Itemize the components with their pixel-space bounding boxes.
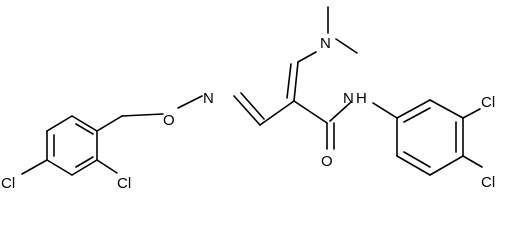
atom-label-chlorine-meta: Cl: [481, 94, 495, 111]
bond: [71, 115, 98, 132]
atom-label-chlorine-ortho: Cl: [117, 175, 131, 192]
chemical-structure-diagram: Cl Cl O N N N H O Cl Cl: [1, 6, 495, 192]
bond: [233, 95, 261, 126]
bond: [297, 51, 317, 63]
bond: [96, 159, 118, 174]
bond: [429, 99, 464, 119]
atom-labels: Cl Cl O N N N H O Cl Cl: [1, 35, 495, 192]
bond: [462, 108, 481, 119]
bond: [46, 159, 73, 176]
bond: [396, 155, 431, 176]
atom-label-oxygen-ether: O: [163, 112, 175, 129]
bond: [75, 123, 94, 135]
bond: [46, 115, 73, 132]
bond: [71, 159, 98, 176]
bond: [259, 100, 295, 126]
bond: [21, 159, 48, 175]
bond: [335, 38, 358, 54]
atom-label-nitrogen-dimethyl: N: [320, 35, 331, 52]
atom-label-nitrogen-oxime: N: [203, 90, 214, 107]
bond: [429, 155, 464, 176]
atom-label-hydrogen-amide: H: [356, 90, 367, 107]
bond: [177, 95, 203, 109]
bond: [240, 92, 265, 120]
bond: [403, 151, 431, 168]
bond: [96, 115, 123, 132]
bond: [75, 156, 94, 168]
bond: [293, 100, 328, 124]
bond: [286, 63, 292, 99]
bond-lines: [21, 6, 483, 176]
bond: [396, 99, 431, 119]
atom-label-oxygen-carbonyl: O: [321, 153, 333, 170]
bond: [403, 107, 431, 123]
atom-label-chlorine-para: Cl: [481, 174, 495, 191]
bond: [372, 102, 398, 119]
bond: [293, 61, 299, 102]
bond: [462, 155, 483, 168]
atom-label-nitrogen-amide: N: [343, 90, 354, 107]
bond: [121, 113, 164, 117]
atom-label-chlorine-left: Cl: [1, 175, 15, 192]
bond: [329, 102, 351, 122]
